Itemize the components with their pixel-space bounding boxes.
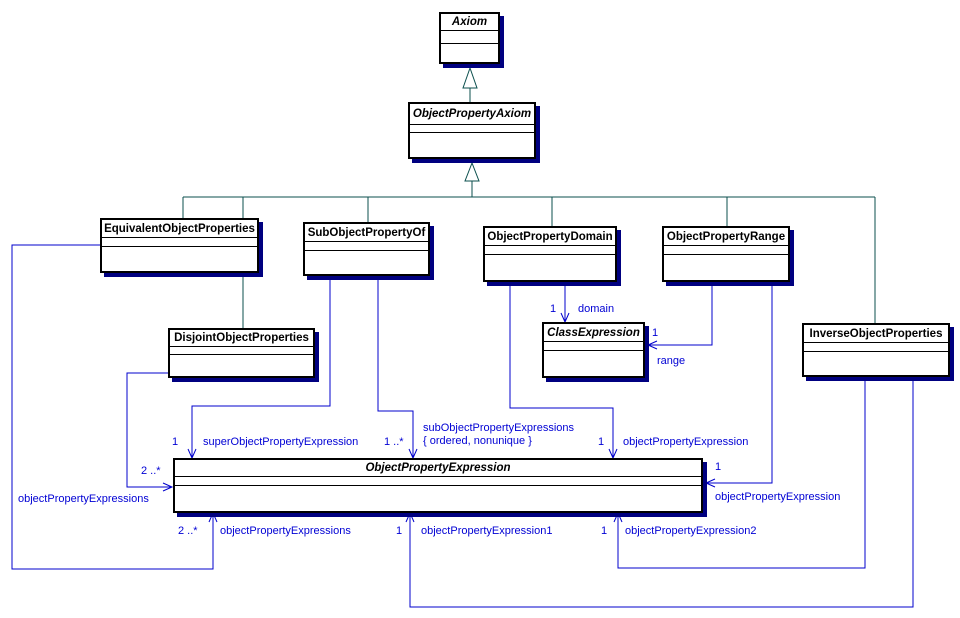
- attributes-compartment: [175, 477, 701, 486]
- class-name: ObjectPropertyExpression: [175, 460, 701, 477]
- multiplicity-range-ce: 1: [652, 327, 659, 339]
- class-equivalent-object-properties: EquivalentObjectProperties: [100, 218, 259, 273]
- attributes-compartment: [544, 342, 643, 351]
- multiplicity-super-ope: 1: [172, 436, 179, 448]
- class-object-property-range: ObjectPropertyRange: [662, 226, 790, 282]
- association-inverse-ope2: [613, 377, 866, 569]
- operations-compartment: [175, 486, 701, 511]
- operations-compartment: [170, 355, 313, 376]
- class-disjoint-object-properties: DisjointObjectProperties: [168, 328, 315, 378]
- class-name: ClassExpression: [544, 324, 643, 342]
- association-sub-opes: [377, 276, 418, 460]
- class-name: InverseObjectProperties: [804, 325, 948, 343]
- operations-compartment: [305, 251, 428, 274]
- class-sub-object-property-of: SubObjectPropertyOf: [303, 222, 430, 276]
- attributes-compartment: [102, 238, 257, 247]
- class-object-property-axiom: ObjectPropertyAxiom: [408, 102, 536, 159]
- label-range-ope: objectPropertyExpression: [715, 491, 841, 503]
- label-inverse-ope1: objectPropertyExpression1: [421, 525, 553, 537]
- class-name: EquivalentObjectProperties: [102, 220, 257, 238]
- generalization-triangle-icon: [464, 161, 480, 182]
- operations-compartment: [485, 255, 615, 280]
- multiplicity-range-ope: 1: [715, 461, 722, 473]
- class-name: ObjectPropertyDomain: [485, 228, 615, 246]
- multiplicity-disjoint-opes: 2 ..*: [141, 465, 161, 477]
- attributes-compartment: [664, 246, 788, 255]
- association-range-ope: [704, 282, 773, 488]
- generalization-lines: [182, 66, 876, 328]
- operations-compartment: [441, 44, 498, 62]
- attributes-compartment: [305, 242, 428, 251]
- label-inverse-ope2: objectPropertyExpression2: [625, 525, 757, 537]
- class-name: Axiom: [441, 14, 498, 31]
- class-name: ObjectPropertyAxiom: [410, 104, 534, 125]
- label-equivalent-opes: objectPropertyExpressions: [220, 525, 351, 537]
- class-name: DisjointObjectProperties: [170, 330, 313, 347]
- class-name: ObjectPropertyRange: [664, 228, 788, 246]
- attributes-compartment: [441, 31, 498, 44]
- attributes-compartment: [485, 246, 615, 255]
- association-disjoint-opes: [126, 372, 174, 492]
- label-domain-ce: domain: [578, 303, 615, 315]
- label-range-ce: range: [657, 355, 686, 367]
- operations-compartment: [102, 247, 257, 271]
- class-object-property-expression: ObjectPropertyExpression: [173, 458, 703, 513]
- operations-compartment: [544, 351, 643, 376]
- association-range-ce: [646, 282, 713, 350]
- class-class-expression: ClassExpression: [542, 322, 645, 378]
- label-sub-opes-name: subObjectPropertyExpressions: [423, 422, 575, 434]
- multiplicity-equivalent-opes: 2 ..*: [178, 525, 198, 537]
- class-axiom: Axiom: [439, 12, 500, 64]
- multiplicity-domain-ce: 1: [550, 303, 557, 315]
- label-sub-opes: subObjectPropertyExpressions { ordered, …: [423, 422, 574, 448]
- attributes-compartment: [804, 343, 948, 352]
- operations-compartment: [664, 255, 788, 280]
- association-inverse-ope1: [405, 377, 914, 608]
- label-super-ope: superObjectPropertyExpression: [203, 436, 359, 448]
- association-equivalent-opes: [11, 244, 218, 570]
- operations-compartment: [410, 133, 534, 157]
- multiplicity-domain-ope: 1: [598, 436, 605, 448]
- label-domain-ope: objectPropertyExpression: [623, 436, 749, 448]
- class-object-property-domain: ObjectPropertyDomain: [483, 226, 617, 282]
- multiplicity-inverse-ope2: 1: [601, 525, 608, 537]
- association-domain-ce: [560, 282, 570, 324]
- class-inverse-object-properties: InverseObjectProperties: [802, 323, 950, 377]
- multiplicity-inverse-ope1: 1: [396, 525, 403, 537]
- label-sub-opes-constraint: { ordered, nonunique }: [423, 435, 532, 447]
- generalization-triangle-icon: [462, 66, 478, 89]
- attributes-compartment: [410, 125, 534, 133]
- multiplicity-sub-opes: 1 ..*: [384, 436, 404, 448]
- class-name: SubObjectPropertyOf: [305, 224, 428, 242]
- operations-compartment: [804, 352, 948, 375]
- attributes-compartment: [170, 347, 313, 355]
- label-disjoint-opes: objectPropertyExpressions: [18, 493, 149, 505]
